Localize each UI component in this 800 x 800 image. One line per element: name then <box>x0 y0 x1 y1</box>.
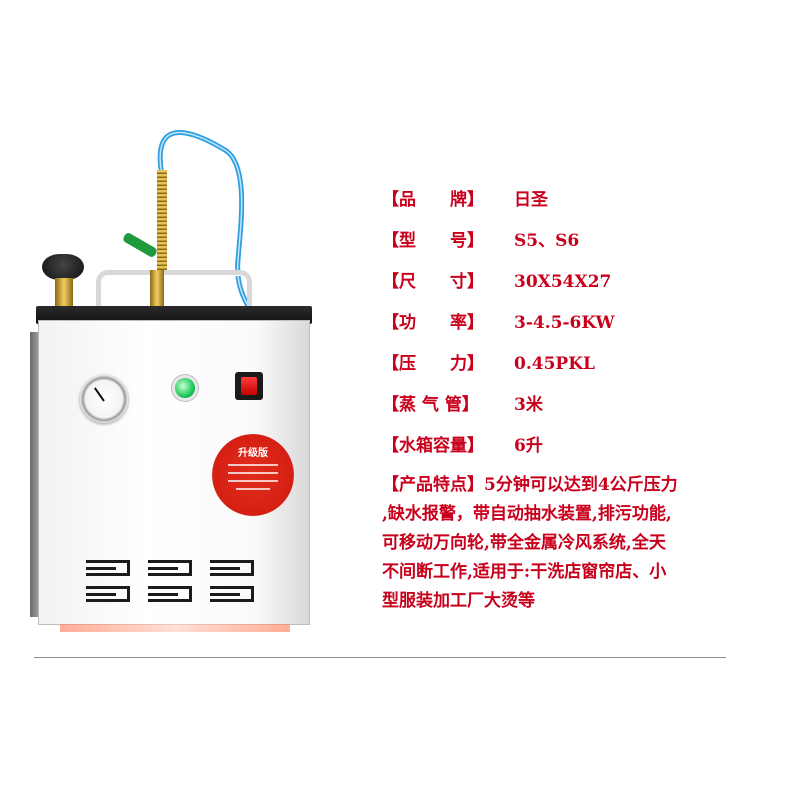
machine-side <box>30 332 40 617</box>
spec-label: 【水箱容量】 <box>382 436 484 456</box>
spec-label: 【品 牌】 <box>382 190 484 210</box>
power-switch-icon <box>235 372 263 400</box>
vent-slot <box>86 560 130 576</box>
vent-slot <box>210 560 254 576</box>
spec-label: 【尺 寸】 <box>382 272 484 292</box>
spec-value: S5、S6 <box>514 231 580 251</box>
knob-icon <box>42 254 84 280</box>
feature-line: ,缺水报警，带自动抽水装置,排污功能, <box>382 504 672 524</box>
spec-row-model: 【型 号】 S5、S6 <box>382 225 782 266</box>
badge-line <box>236 488 270 490</box>
spec-label: 【型 号】 <box>382 231 484 251</box>
indicator-light-icon <box>175 378 195 398</box>
upgrade-badge: 升级版 <box>212 434 294 516</box>
feature-line: 型服装加工厂大烫等 <box>382 591 535 611</box>
spec-label: 【蒸 气 管】 <box>382 395 479 415</box>
spec-value: 3-4.5-6KW <box>514 313 615 333</box>
badge-line <box>228 472 278 474</box>
badge-line <box>228 480 278 482</box>
spec-value: 30X54X27 <box>514 272 612 292</box>
feature-line: 不间断工作,适用于:干洗店窗帘店、小 <box>382 562 667 582</box>
hose-valve <box>150 270 164 308</box>
vent-slot <box>148 560 192 576</box>
spec-value: 6升 <box>514 436 543 456</box>
vent-slot <box>210 586 254 602</box>
machine-base <box>60 624 290 632</box>
spec-label: 【功 率】 <box>382 313 484 333</box>
hose-spring <box>157 170 167 270</box>
spec-label: 【产品特点】 <box>382 475 484 495</box>
product-features: 【产品特点】5分钟可以达到4公斤压力 ,缺水报警，带自动抽水装置,排污功能, 可… <box>382 471 777 616</box>
divider <box>34 657 726 658</box>
feature-line: 【产品特点】5分钟可以达到4公斤压力 <box>382 471 777 500</box>
machine-top <box>36 306 312 324</box>
spec-row-tank: 【水箱容量】 6升 <box>382 430 782 471</box>
carry-handle <box>96 270 252 310</box>
badge-title: 升级版 <box>238 448 268 459</box>
steam-hose <box>157 130 251 309</box>
spec-row-steam-pipe: 【蒸 气 管】 3米 <box>382 389 782 430</box>
badge-line <box>228 464 278 466</box>
spec-label: 【压 力】 <box>382 354 484 374</box>
spec-value: 日圣 <box>514 190 548 210</box>
feature-line: 可移动万向轮,带全金属冷风系统,全天 <box>382 533 666 553</box>
product-image: 升级版 <box>0 0 360 660</box>
spec-value: 3米 <box>514 395 543 415</box>
spec-list: 【品 牌】 日圣 【型 号】 S5、S6 【尺 寸】 30X54X27 【功 率】 3-… <box>382 184 782 616</box>
feature-text: 5分钟可以达到4公斤压力 <box>484 475 678 495</box>
spec-value: 0.45PKL <box>514 354 595 374</box>
spec-row-power: 【功 率】 3-4.5-6KW <box>382 307 782 348</box>
vent-slot <box>148 586 192 602</box>
vent-slot <box>86 586 130 602</box>
brass-valve <box>55 278 73 306</box>
spec-row-brand: 【品 牌】 日圣 <box>382 184 782 225</box>
spec-row-pressure: 【压 力】 0.45PKL <box>382 348 782 389</box>
pressure-gauge-icon <box>80 375 128 423</box>
spec-row-size: 【尺 寸】 30X54X27 <box>382 266 782 307</box>
